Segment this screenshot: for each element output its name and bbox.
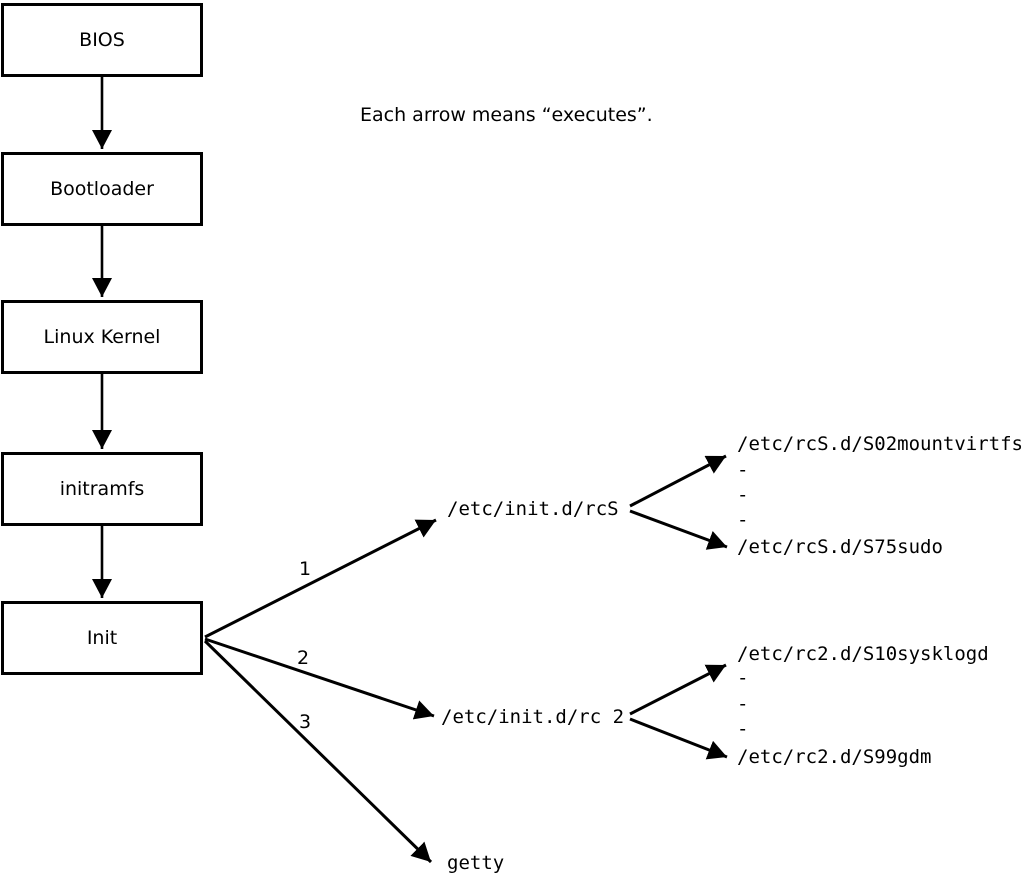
node-linux-kernel-label: Linux Kernel	[43, 326, 161, 348]
rcS-ellipsis-dash: -	[737, 509, 749, 531]
arrow-rc2-to-last	[629, 717, 728, 760]
node-bios: BIOS	[1, 3, 203, 77]
label-getty: getty	[447, 852, 505, 874]
rc2-ellipsis-dash: -	[737, 718, 749, 740]
rcS-ellipsis-dash: -	[737, 459, 749, 481]
arrow-rcS-to-first	[629, 454, 727, 508]
branch-number-3: 3	[298, 711, 312, 733]
arrow-init-to-rc2	[204, 637, 435, 720]
label-rc2-first-script: /etc/rc2.d/S10sysklogd	[737, 643, 989, 665]
arrow-rcS-to-last	[629, 509, 728, 550]
rc2-ellipsis-dash: -	[737, 693, 749, 715]
rc2-ellipsis-dash: -	[737, 667, 749, 689]
rcS-ellipsis-dash: -	[737, 484, 749, 506]
label-etc-init-d-rc2: /etc/init.d/rc 2	[441, 706, 625, 728]
branch-number-2: 2	[296, 647, 310, 669]
node-linux-kernel: Linux Kernel	[1, 300, 203, 374]
node-initramfs: initramfs	[1, 452, 203, 526]
note-arrow-meaning: Each arrow means “executes”.	[360, 104, 653, 126]
node-initramfs-label: initramfs	[59, 478, 145, 500]
branch-number-1: 1	[298, 558, 312, 580]
node-init: Init	[1, 601, 203, 675]
label-rc2-last-script: /etc/rc2.d/S99gdm	[737, 746, 932, 768]
label-etc-init-d-rcS: /etc/init.d/rcS	[447, 498, 619, 520]
node-init-label: Init	[86, 627, 118, 649]
node-bootloader: Bootloader	[1, 152, 203, 226]
arrow-init-to-getty	[203, 639, 433, 864]
label-rcS-last-script: /etc/rcS.d/S75sudo	[737, 536, 943, 558]
arrow-rc2-to-first	[629, 663, 727, 716]
arrow-init-to-rcS	[204, 518, 437, 639]
node-bios-label: BIOS	[79, 29, 125, 51]
node-bootloader-label: Bootloader	[50, 178, 154, 200]
label-rcS-first-script: /etc/rcS.d/S02mountvirtfs	[737, 433, 1023, 455]
